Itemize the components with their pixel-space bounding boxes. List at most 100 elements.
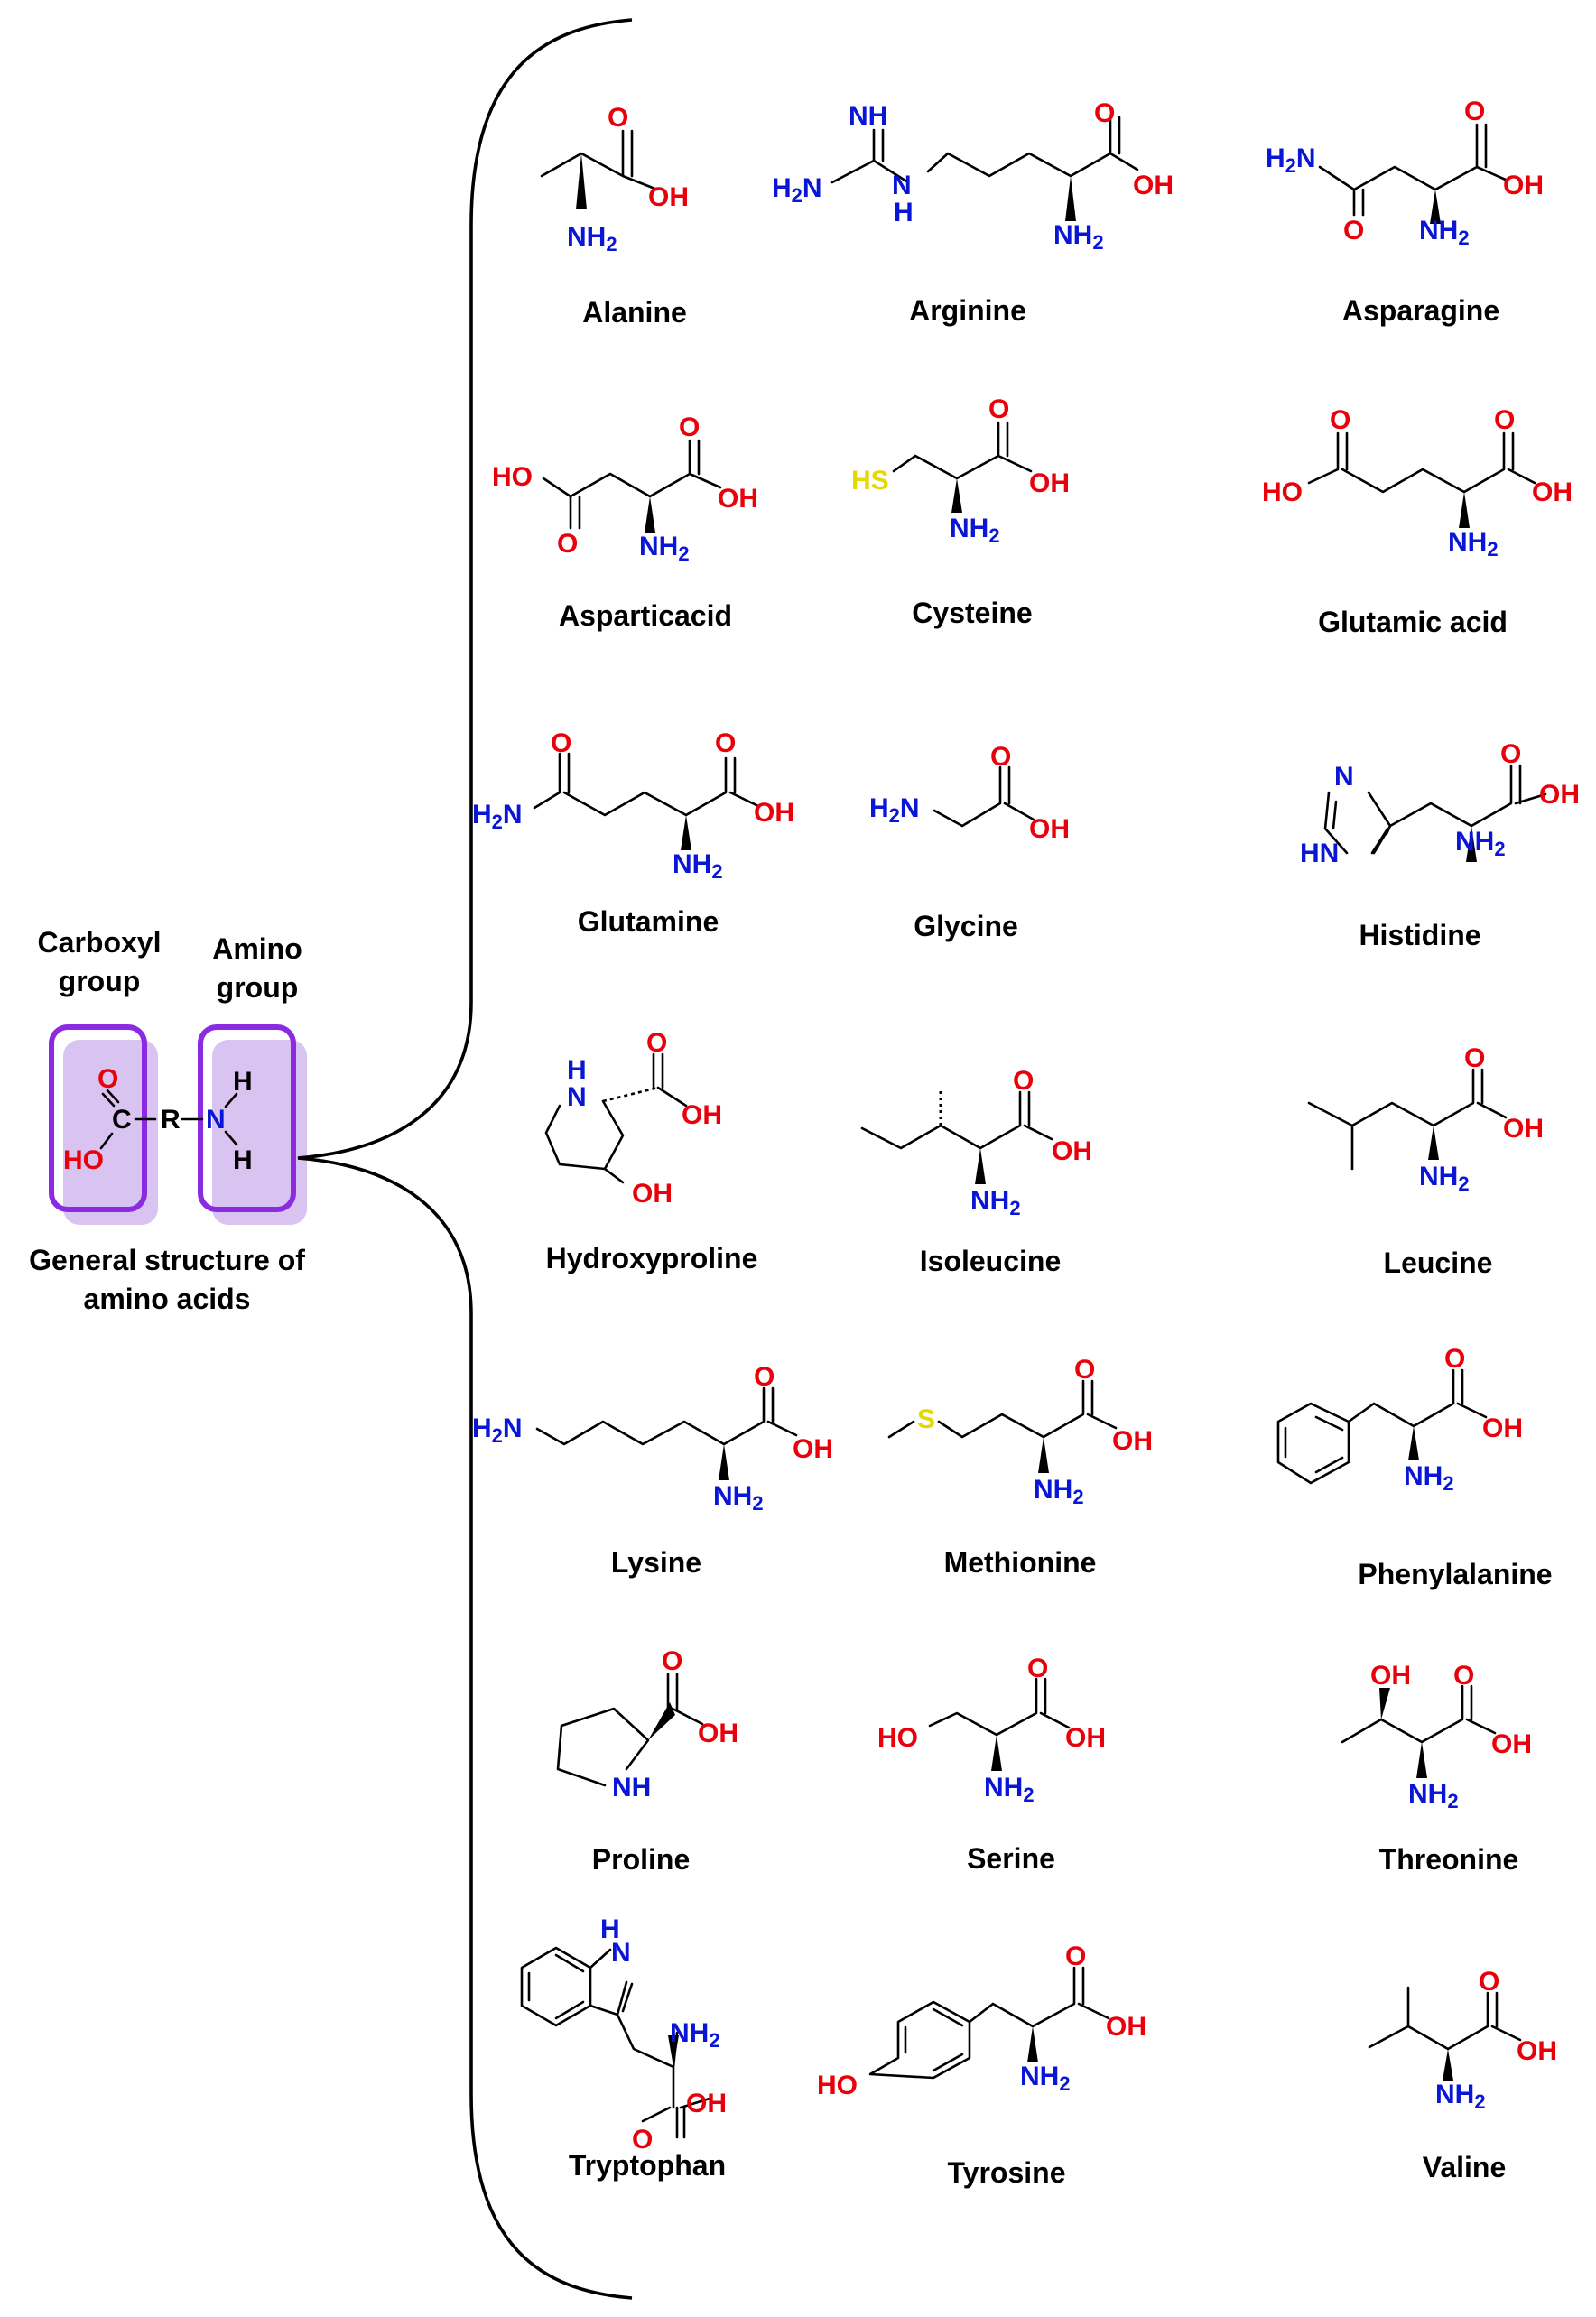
atom-o: O <box>551 728 571 758</box>
atom-o: O <box>646 1028 667 1058</box>
structure-asparagine: H2N O O OH NH2 <box>1266 97 1544 249</box>
structure-isoleucine: O OH NH2 <box>860 1066 1092 1219</box>
atom-o: O <box>1027 1654 1048 1683</box>
atom-h: H <box>567 1055 587 1085</box>
name-alanine: Alanine <box>582 296 687 329</box>
name-arginine: Arginine <box>909 294 1026 327</box>
atom-nh2: NH2 <box>670 2018 720 2052</box>
atom-o: O <box>754 1362 775 1392</box>
atom-oh: OH <box>1112 1426 1153 1456</box>
name-hydroxyproline: Hydroxyproline <box>546 1242 758 1274</box>
atom-o: O <box>1343 216 1364 246</box>
atom-oh: OH <box>793 1434 833 1464</box>
atom-nh: NH <box>849 101 887 131</box>
atom-hn: HN <box>1300 839 1339 868</box>
structure-proline: O OH NH <box>556 1646 738 1803</box>
atom-o: O <box>715 728 736 758</box>
atom-ho: HO <box>1262 477 1303 507</box>
atom-oh: OH <box>1532 477 1573 507</box>
atom-o: O <box>988 394 1009 424</box>
structure-lysine: H2N O OH NH2 <box>472 1362 833 1515</box>
general-hydrogen-2: H <box>233 1145 253 1175</box>
atom-ho: HO <box>817 2071 858 2100</box>
carboxyl-label-line1: Carboxyl <box>38 926 162 959</box>
structure-methionine: S O OH NH2 <box>887 1355 1153 1508</box>
structure-leucine: O OH NH2 <box>1307 1043 1544 1195</box>
structure-cysteine: HS O OH NH2 <box>851 394 1070 547</box>
atom-oh: OH <box>1539 780 1580 810</box>
general-structure: Carboxyl group Amino group O C HO R N H … <box>29 926 307 1315</box>
atom-nh2: NH2 <box>1419 1162 1470 1195</box>
atom-h2n: H2N <box>472 800 523 833</box>
structure-serine: HO O OH NH2 <box>877 1654 1106 1806</box>
atom-n: N <box>1334 762 1354 792</box>
name-threonine: Threonine <box>1379 1843 1519 1876</box>
name-isoleucine: Isoleucine <box>920 1245 1062 1277</box>
atom-nh2: NH2 <box>1404 1461 1454 1495</box>
atom-nh2: NH2 <box>1053 220 1104 254</box>
atom-nh2: NH2 <box>950 514 1000 547</box>
name-valine: Valine <box>1423 2151 1507 2183</box>
atom-o: O <box>608 103 628 133</box>
atom-nh2: NH2 <box>970 1186 1021 1219</box>
atom-o: O <box>632 2125 653 2155</box>
atom-o: O <box>1074 1355 1095 1385</box>
atom-o: O <box>1330 405 1350 435</box>
atom-o: O <box>1464 1043 1485 1073</box>
name-glycine: Glycine <box>914 910 1018 942</box>
atom-hs: HS <box>851 466 889 496</box>
name-methionine: Methionine <box>944 1546 1097 1579</box>
atom-nh2: NH2 <box>1034 1475 1084 1508</box>
atom-oh: OH <box>1503 171 1544 200</box>
atom-o: O <box>1464 97 1485 126</box>
name-tyrosine: Tyrosine <box>948 2156 1066 2189</box>
atom-oh: OH <box>1370 1661 1411 1691</box>
structure-alanine: O OH NH2 <box>540 103 689 255</box>
atom-oh: OH <box>718 484 758 514</box>
atom-h2n: H2N <box>1266 144 1316 177</box>
carboxyl-label-line2: group <box>59 965 141 997</box>
structure-glutamine: H2N O O OH NH2 <box>472 728 794 883</box>
name-glutamine: Glutamine <box>578 905 719 938</box>
atom-o: O <box>1494 405 1515 435</box>
name-serine: Serine <box>967 1842 1055 1875</box>
atom-oh: OH <box>1065 1723 1106 1753</box>
atom-o: O <box>557 529 578 559</box>
atom-o: O <box>990 742 1011 772</box>
atom-oh: OH <box>1106 2012 1146 2042</box>
atom-o: O <box>662 1646 682 1676</box>
general-caption-line2: amino acids <box>84 1283 251 1315</box>
atom-o: O <box>1013 1066 1034 1096</box>
general-r-group: R <box>161 1105 181 1135</box>
atom-nh2: NH2 <box>1435 2080 1486 2113</box>
atom-h2n: H2N <box>472 1413 523 1447</box>
atom-nh2: NH2 <box>1408 1779 1459 1812</box>
name-phenylalanine: Phenylalanine <box>1358 1558 1552 1590</box>
atom-nh2: NH2 <box>1455 827 1506 860</box>
atom-oh: OH <box>686 2089 727 2118</box>
atom-oh: OH <box>698 1719 738 1748</box>
atom-o: O <box>1444 1344 1465 1374</box>
atom-oh: OH <box>1503 1114 1544 1144</box>
structure-phenylalanine: O OH NH2 <box>1276 1344 1523 1495</box>
general-oxygen: O <box>97 1064 118 1094</box>
atom-oh: OH <box>754 798 794 828</box>
atom-oh: OH <box>1491 1729 1532 1759</box>
general-caption-line1: General structure of <box>29 1244 305 1276</box>
name-proline: Proline <box>592 1843 690 1876</box>
atom-nh2: NH2 <box>639 532 690 565</box>
atom-o: O <box>1500 739 1521 769</box>
atom-nh2: NH2 <box>1020 2062 1071 2095</box>
name-cysteine: Cysteine <box>912 597 1032 629</box>
atom-o: O <box>1065 1942 1086 1971</box>
atom-s: S <box>917 1404 935 1434</box>
amino-label-line2: group <box>217 971 299 1004</box>
name-leucine: Leucine <box>1384 1247 1493 1279</box>
structure-valine: O OH NH2 <box>1368 1967 1557 2113</box>
name-glutamic-acid: Glutamic acid <box>1318 606 1508 638</box>
name-aspartic-acid: Asparticacid <box>559 599 732 632</box>
atom-nh: NH <box>612 1773 651 1803</box>
name-lysine: Lysine <box>611 1546 701 1579</box>
name-asparagine: Asparagine <box>1342 294 1499 327</box>
amino-box-shadow <box>212 1040 307 1225</box>
